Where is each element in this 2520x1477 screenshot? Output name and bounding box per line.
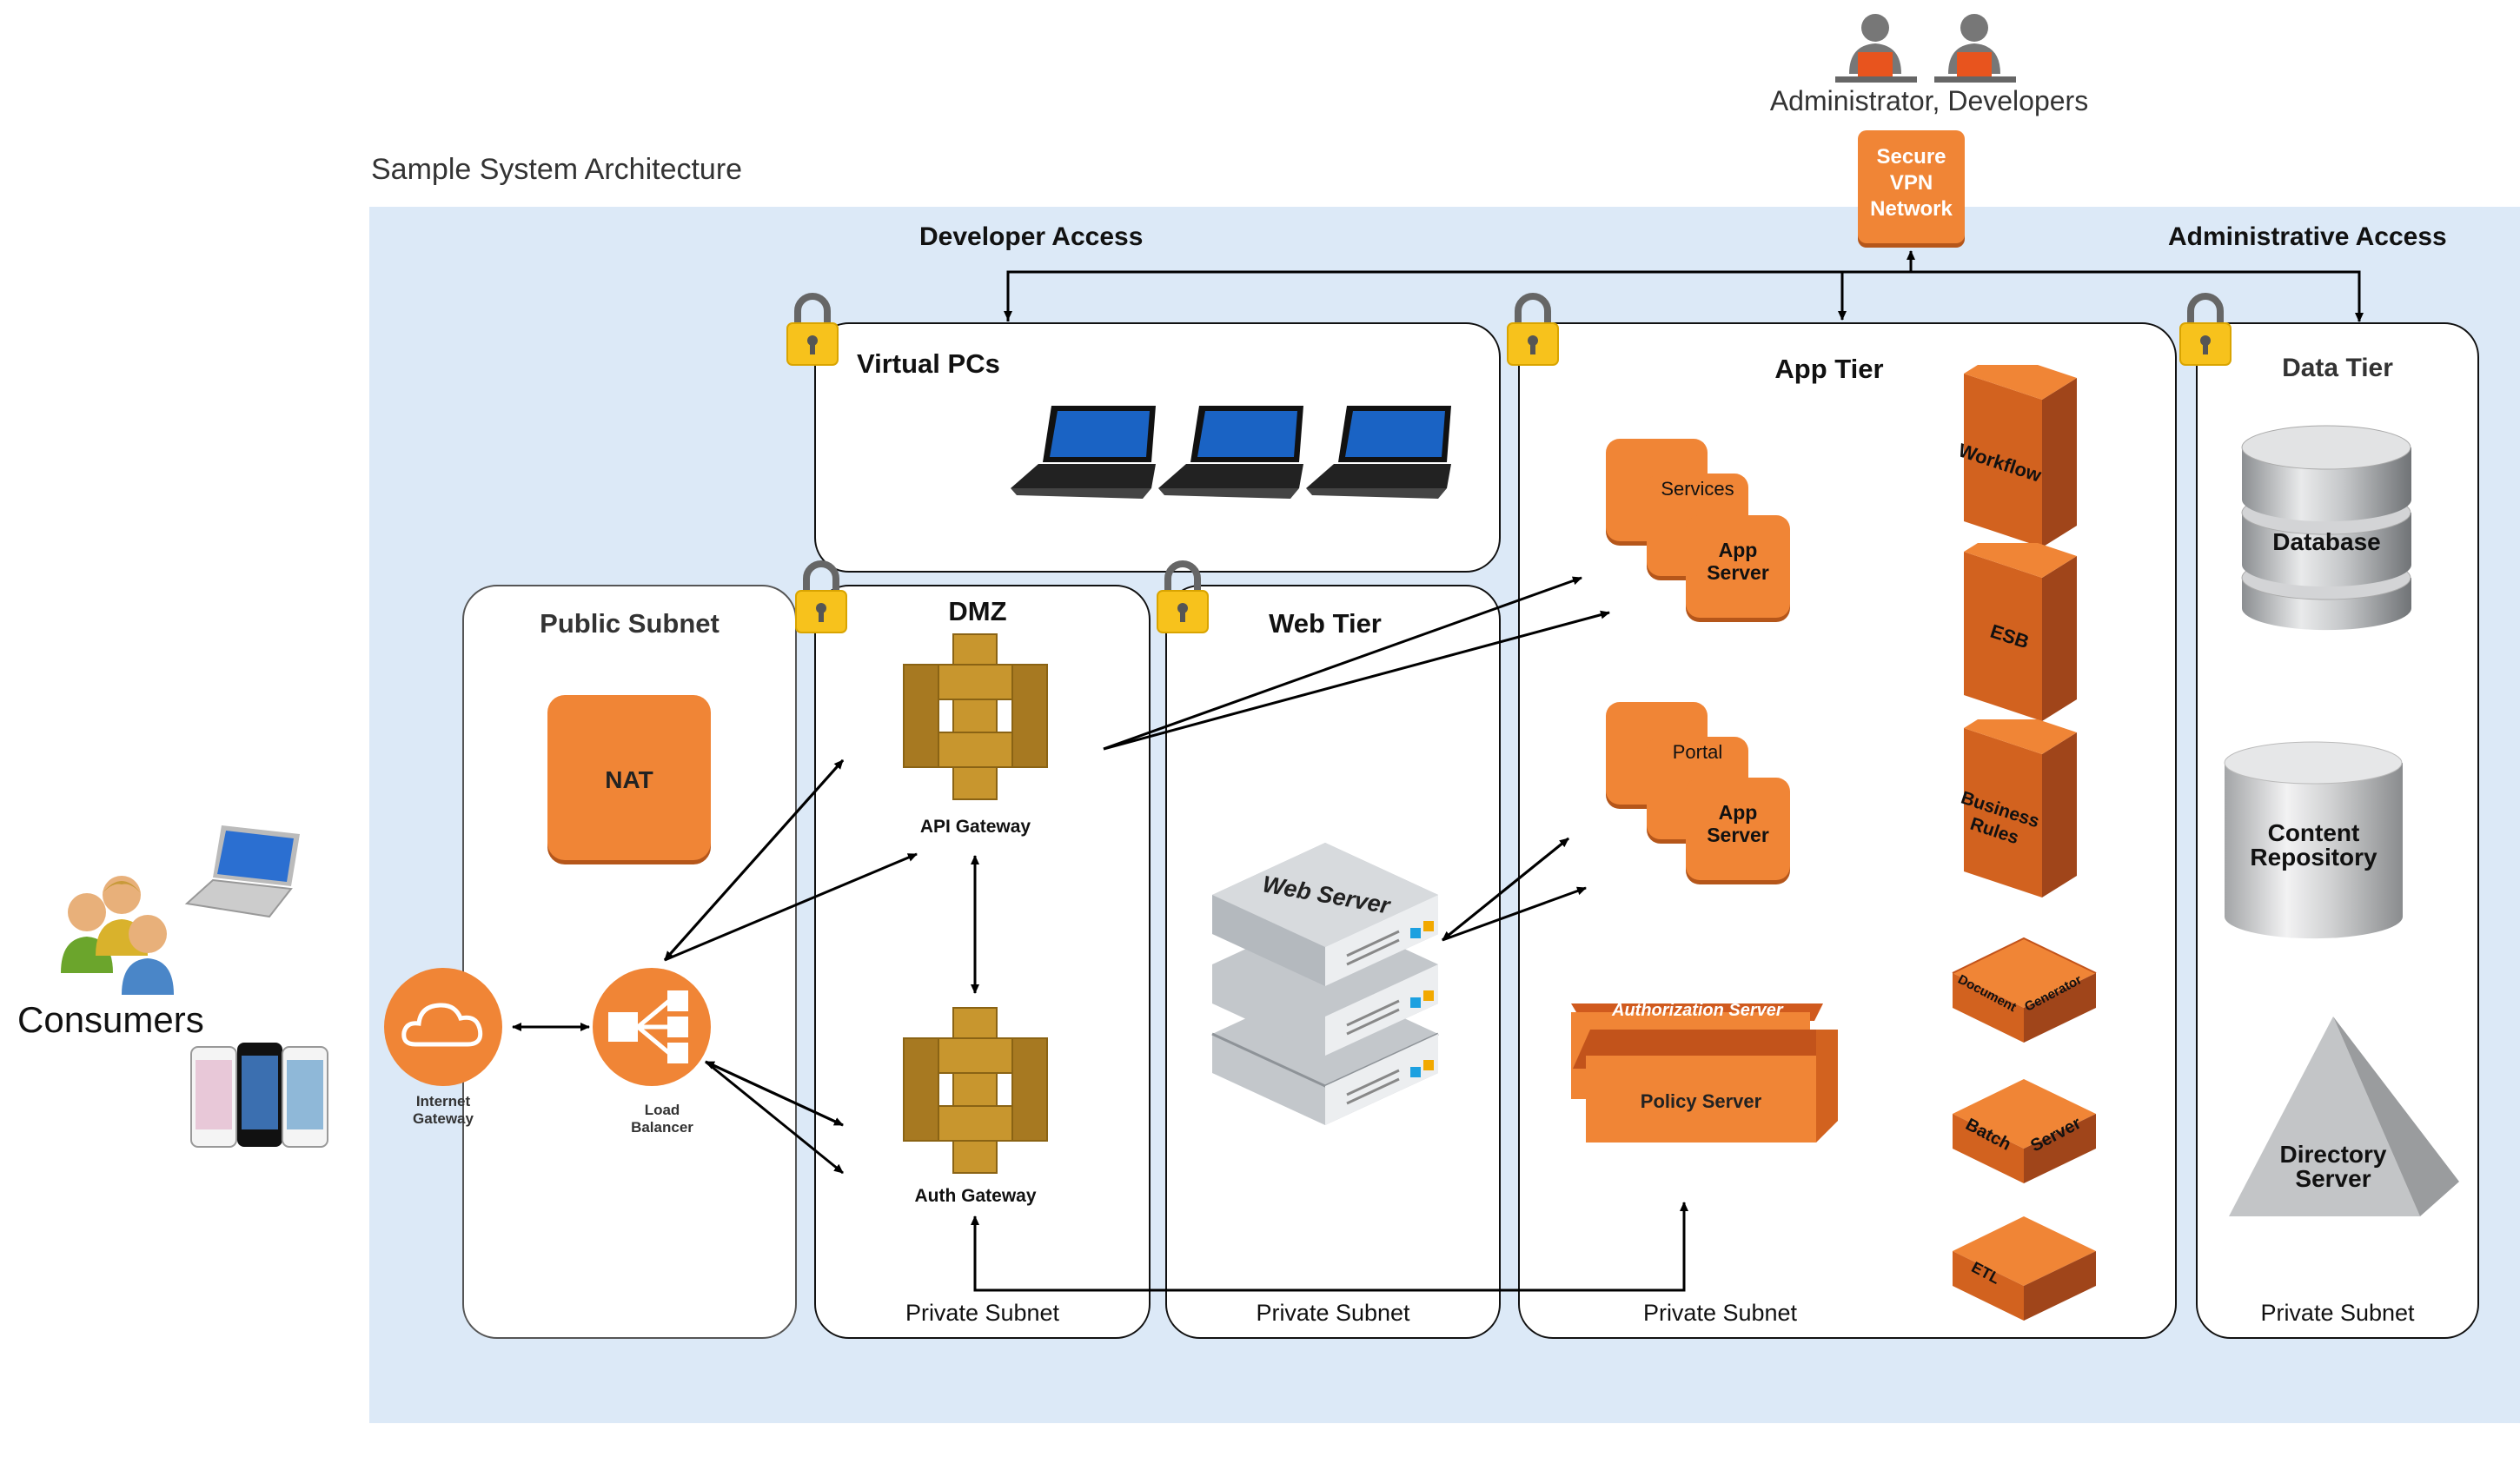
- services-app-server: [1686, 515, 1790, 618]
- dmz-title: DMZ: [948, 596, 1007, 626]
- consumers-people-icon: [61, 876, 174, 995]
- portal-app-server: [1686, 778, 1790, 880]
- nat-gateway: [547, 695, 711, 860]
- database-icon: [2241, 425, 2411, 631]
- lock-icon-web-tier: [1157, 560, 1209, 633]
- portal-app-server-label-2: Server: [1707, 824, 1769, 846]
- virtual-pc-laptops-icon: [1011, 406, 1451, 499]
- internet-gateway-label-2: Gateway: [413, 1110, 474, 1127]
- administrator-developers-icon: [1835, 14, 2016, 83]
- policy-server-icon: [1571, 1003, 1838, 1143]
- business-rules-block: [1964, 719, 2077, 897]
- web-tier-footer: Private Subnet: [1256, 1300, 1410, 1326]
- directory-server-label-1: Directory: [2279, 1141, 2387, 1168]
- consumers-label: Consumers: [17, 999, 204, 1040]
- auth-gateway-icon: [903, 1007, 1048, 1174]
- lock-icon-app-tier: [1507, 293, 1559, 366]
- load-balancer-icon: [593, 968, 711, 1086]
- directory-server-icon: [2229, 1017, 2459, 1216]
- policy-server-label: Policy Server: [1640, 1090, 1762, 1112]
- workflow-block: [1964, 365, 2077, 547]
- nat-label: NAT: [605, 766, 653, 793]
- diagram-title: Sample System Architecture: [371, 153, 743, 186]
- services-app-server-label-2: Server: [1707, 561, 1769, 584]
- content-repository-icon: [2224, 741, 2403, 939]
- secure-vpn-label-1: Secure: [1876, 145, 1946, 169]
- authorization-server-label: Authorization Server: [1612, 1001, 1783, 1020]
- load-balancer-label-2: Balancer: [631, 1119, 693, 1136]
- portal-label: Portal: [1672, 741, 1723, 763]
- api-gateway-icon: [903, 633, 1048, 800]
- lock-icon-data-tier: [2179, 293, 2232, 366]
- load-balancer-label-1: Load: [644, 1102, 680, 1118]
- content-repository-label-1: Content: [2267, 819, 2360, 846]
- app-tier-footer: Private Subnet: [1642, 1300, 1798, 1326]
- administrator-developers-label: Administrator, Developers: [1769, 85, 2089, 116]
- internet-gateway-icon: [384, 968, 502, 1086]
- app-tier-title: App Tier: [1774, 354, 1884, 384]
- directory-server-label-2: Server: [2295, 1165, 2371, 1192]
- lock-icon-virtual-pcs: [786, 293, 839, 366]
- secure-vpn-network: [1858, 130, 1965, 243]
- public-subnet-title: Public Subnet: [540, 608, 720, 639]
- administrative-access-label: Administrative Access: [2168, 222, 2447, 251]
- developer-access-label: Developer Access: [919, 222, 1144, 251]
- consumer-laptop-icon: [184, 825, 300, 918]
- services-label: Services: [1661, 478, 1734, 500]
- esb-block: [1964, 543, 2077, 721]
- auth-gateway-label: Auth Gateway: [914, 1186, 1037, 1206]
- dmz-footer: Private Subnet: [905, 1300, 1060, 1326]
- lock-icon-dmz: [795, 560, 847, 633]
- virtual-pcs-title: Virtual PCs: [857, 348, 1000, 379]
- web-tier-title: Web Tier: [1269, 608, 1382, 639]
- data-tier-title: Data Tier: [2282, 354, 2393, 382]
- web-server-icon: [1211, 843, 1439, 1125]
- data-tier-footer: Private Subnet: [2260, 1300, 2415, 1326]
- consumer-phones-icon: [190, 1043, 328, 1148]
- batch-server-block: [1953, 1079, 2096, 1183]
- secure-vpn-label-3: Network: [1870, 197, 1953, 221]
- services-app-server-label-1: App: [1718, 539, 1758, 561]
- content-repository-label-2: Repository: [2250, 844, 2377, 871]
- api-gateway-label: API Gateway: [919, 817, 1031, 837]
- database-label: Database: [2272, 528, 2381, 555]
- etl-block: [1953, 1216, 2096, 1321]
- document-generator-block: [1952, 937, 2097, 1043]
- internet-gateway-label-1: Internet: [415, 1093, 471, 1109]
- secure-vpn-label-2: VPN: [1889, 171, 1933, 195]
- portal-app-server-label-1: App: [1718, 801, 1758, 824]
